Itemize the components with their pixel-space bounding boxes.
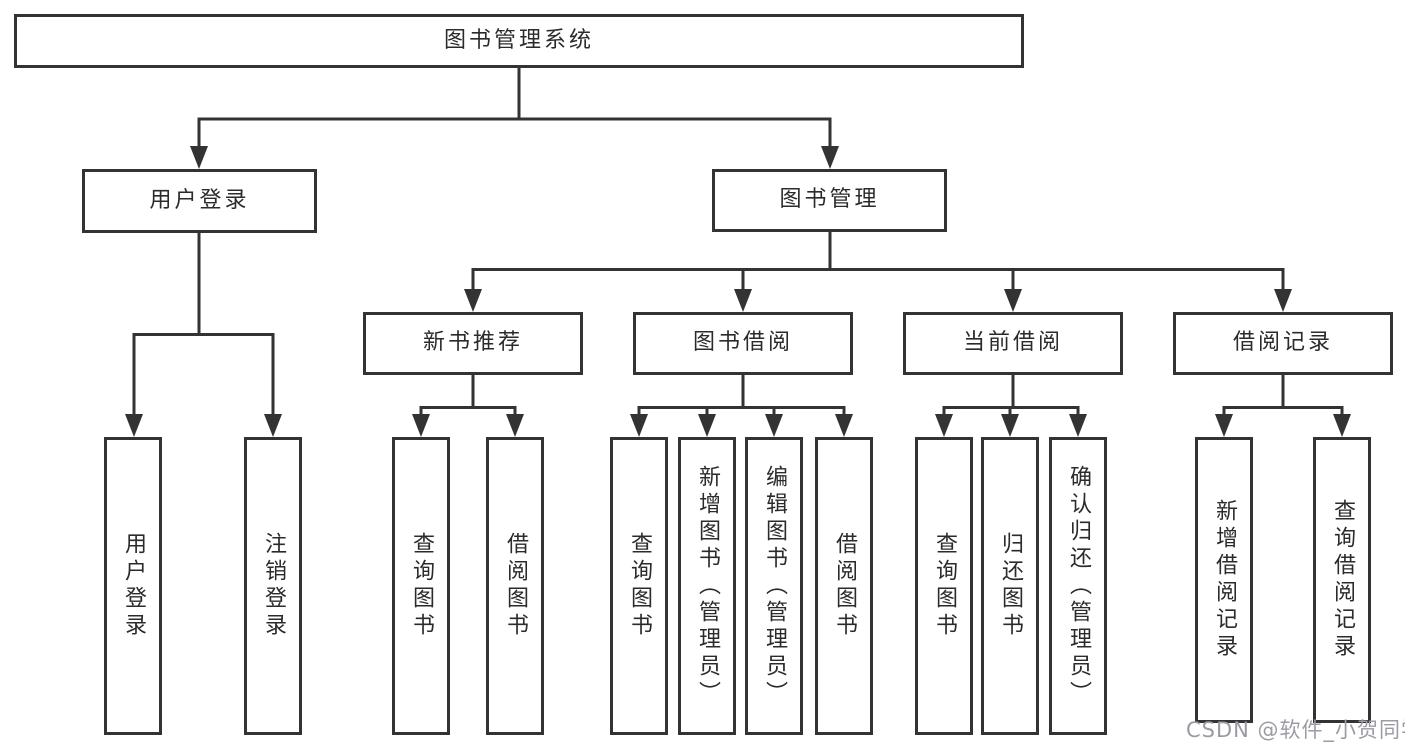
- node-current-borrow: 当前借阅: [903, 312, 1123, 375]
- node-label: 图书借阅: [692, 330, 793, 356]
- leaf-query-borrow-record: 查询借阅记录: [1313, 437, 1371, 723]
- node-label: 查询借阅记录: [1330, 499, 1355, 661]
- leaf-query-book-borrow: 查询图书: [610, 437, 668, 735]
- node-borrow-record: 借阅记录: [1173, 312, 1393, 375]
- node-label: 图书管理系统: [443, 27, 594, 53]
- arrowhead-group: [125, 146, 1351, 437]
- node-label: 查询图书: [409, 532, 434, 640]
- node-label: 图书管理: [779, 187, 880, 213]
- node-label: 当前借阅: [962, 330, 1063, 356]
- leaf-query-book-current: 查询图书: [915, 437, 973, 735]
- node-label: 借阅图书: [832, 532, 857, 640]
- node-label: 归还图书: [998, 532, 1023, 640]
- leaf-query-book-recommend: 查询图书: [392, 437, 450, 735]
- node-label: 借阅图书: [503, 532, 528, 640]
- node-label: 用户登录: [149, 187, 250, 213]
- node-book-management: 图书管理: [712, 169, 947, 232]
- leaf-add-book-admin: 新增图书（管理员）: [678, 437, 736, 735]
- node-book-borrow: 图书借阅: [633, 312, 853, 375]
- node-root-system: 图书管理系统: [14, 14, 1024, 68]
- leaf-user-login: 用户登录: [104, 437, 162, 735]
- leaf-edit-book-admin: 编辑图书（管理员）: [745, 437, 803, 735]
- leaf-logout: 注销登录: [244, 437, 302, 735]
- node-label: 注销登录: [261, 532, 286, 640]
- node-label: 查询图书: [627, 532, 652, 640]
- node-label: 确认归还（管理员）: [1066, 464, 1091, 708]
- leaf-return-book: 归还图书: [981, 437, 1039, 735]
- csdn-watermark: CSDN @软件_小贺同学: [1186, 718, 1405, 742]
- node-label: 新增借阅记录: [1212, 499, 1237, 661]
- node-label: 借阅记录: [1232, 330, 1333, 356]
- leaf-borrow-book: 借阅图书: [815, 437, 873, 735]
- node-user-login: 用户登录: [82, 169, 317, 233]
- leaf-borrow-book-recommend: 借阅图书: [486, 437, 544, 735]
- leaf-add-borrow-record: 新增借阅记录: [1195, 437, 1253, 723]
- node-label: 新增图书（管理员）: [695, 464, 720, 708]
- node-label: 新书推荐: [422, 330, 523, 356]
- leaf-confirm-return-admin: 确认归还（管理员）: [1049, 437, 1107, 735]
- node-label: 用户登录: [121, 532, 146, 640]
- node-label: 查询图书: [932, 532, 957, 640]
- node-new-book-recommend: 新书推荐: [363, 312, 583, 375]
- node-label: 编辑图书（管理员）: [762, 464, 787, 708]
